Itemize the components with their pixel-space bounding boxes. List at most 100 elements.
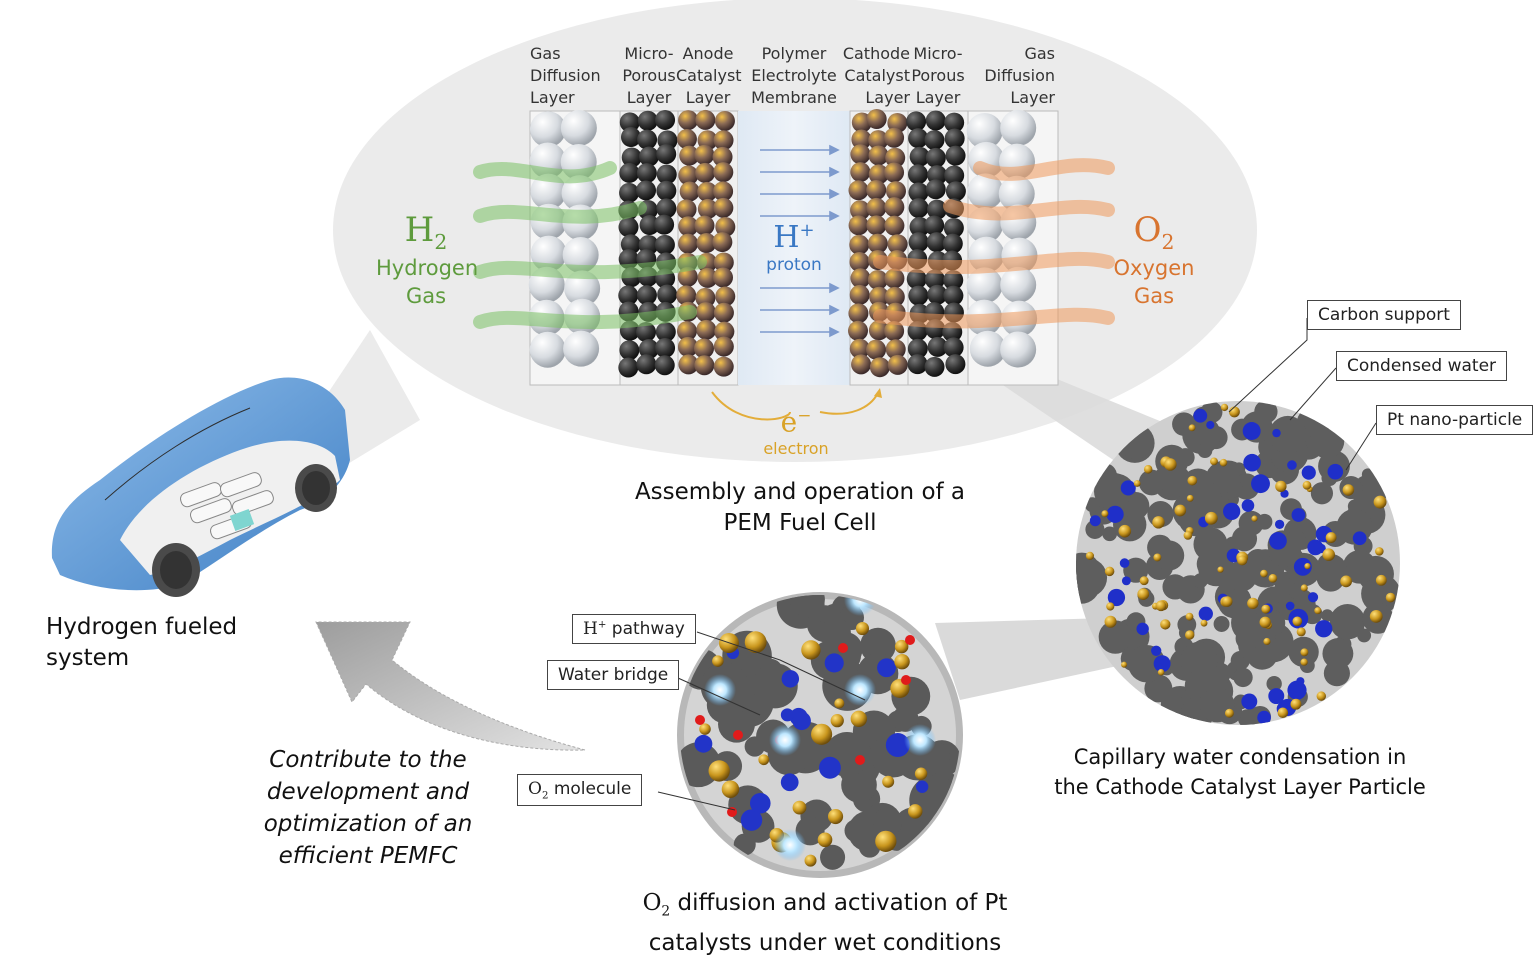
mpl-carbon-sphere [908,128,929,149]
caption-o2-subscript: 2 [661,903,671,920]
mpl-carbon-sphere [638,339,659,360]
gdl-sphere [998,175,1035,212]
condensed-water-blob [789,707,808,726]
carbon-texture [1266,676,1282,692]
pt-nanoparticle [1300,584,1308,592]
catalyst-sphere [887,354,908,375]
h2-symbol: H [404,210,435,250]
condensed-water-blob [1151,645,1162,656]
catalyst-sphere [714,321,735,342]
catalyst-sphere [679,181,700,202]
callout-h-superscript: + [597,619,607,631]
catalyst-sphere [849,251,870,272]
catalyst-sphere [678,110,699,131]
carbon-texture [1198,550,1235,587]
proton-glow [844,674,876,706]
catalyst-sphere [884,215,905,236]
mpl-carbon-sphere [657,284,678,305]
mpl-carbon-sphere [637,129,658,150]
condensed-water-blob [1136,622,1149,636]
carbon-texture [1098,620,1133,654]
catalyst-sphere [713,130,734,151]
catalyst-sphere [676,285,697,306]
o2-symbol: O [1133,210,1162,250]
condensed-water-blob [1315,620,1333,638]
condensed-water-blob [749,792,771,814]
proton-flow-arrows [760,144,840,338]
carbon-texture [680,742,721,788]
caption-capillary-line2: the Cathode Catalyst Layer Particle [1054,775,1426,799]
o2-molecule [905,635,915,645]
contribution-arrow [315,621,586,751]
pt-nanoparticle [1143,465,1153,474]
pt-nanoparticle [850,710,868,728]
condensed-water-blob [1287,460,1297,470]
mpl-carbon-sphere [618,357,639,378]
condensed-water-blob [1107,588,1126,607]
pt-nanoparticle [1210,457,1218,466]
carbon-texture [892,705,919,732]
caption-contribute-line2: development and [266,779,470,805]
catalyst-sphere [885,147,906,168]
catalyst-sphere [850,162,871,183]
electron-name: electron [763,439,829,459]
pt-nanoparticle [1300,658,1308,666]
callout-o2-subscript: 2 [541,790,549,802]
mpl-carbon-sphere [945,354,966,375]
carbon-texture [1238,510,1264,536]
pt-nanoparticle [1157,669,1165,676]
carbon-texture [789,595,825,618]
catalyst-sphere [869,286,890,307]
label-gdl-left: Gas Diffusion Layer [530,44,601,107]
catalyst-sphere [694,338,715,359]
caption-contribute-line1: Contribute to the [269,747,467,773]
condensed-water-blob [1291,508,1306,522]
proton-symbol: H [773,220,800,255]
pt-nanoparticle [894,653,910,670]
catalyst-sphere [866,215,887,236]
pt-nanoparticle [1152,516,1165,529]
proton-glow [774,829,806,861]
callout-carbon-support: Carbon support [1307,300,1461,330]
mpl-carbon-sphere [655,109,676,130]
carbon-texture [1232,462,1246,475]
mpl-carbon-sphere [943,285,964,306]
mpl-carbon-sphere [636,354,657,375]
condensed-water-blob [1285,601,1295,611]
mpl-carbon-sphere [943,270,964,291]
catalyst-sphere [712,232,733,253]
condensed-water-blob [1293,557,1312,576]
mpl-carbon-sphere [945,181,966,202]
electron-label: e− electron [760,398,832,458]
h2-name-line2: Gas [405,283,447,308]
carbon-texture [1245,707,1260,722]
pt-nanoparticle [1261,604,1271,614]
gdl-sphere [966,112,1003,149]
catalyst-sphere [695,109,716,130]
condensed-water-blob [780,773,799,792]
catalyst-sphere [850,268,871,289]
catalyst-sphere [848,303,869,324]
gdl-sphere [529,331,566,368]
catalyst-sphere [695,287,716,308]
carbon-texture [1176,448,1195,467]
catalyst-sphere [696,319,717,340]
capillary-particle-circle [1076,401,1400,725]
proton-glow [704,674,736,706]
mpl-carbon-sphere [621,147,642,168]
pt-nanoparticle [1316,691,1327,701]
mpl-carbon-sphere [924,269,945,290]
pt-nanoparticle [1186,494,1194,502]
condensed-water-blob [1251,474,1270,494]
catalyst-sphere [713,162,734,183]
mpl-carbon-sphere [942,233,963,254]
caption-vehicle-line1: Hydrogen fueled [46,614,238,640]
mpl-carbon-sphere [619,182,640,203]
pt-nanoparticle [1237,555,1248,566]
h2-subscript: 2 [434,229,448,254]
pt-nanoparticle [1228,406,1240,418]
catalyst-sphere [713,356,734,377]
gdl-sphere [967,173,1004,210]
o2-diffusion-circle [677,592,963,878]
pt-nanoparticle [1188,424,1196,432]
